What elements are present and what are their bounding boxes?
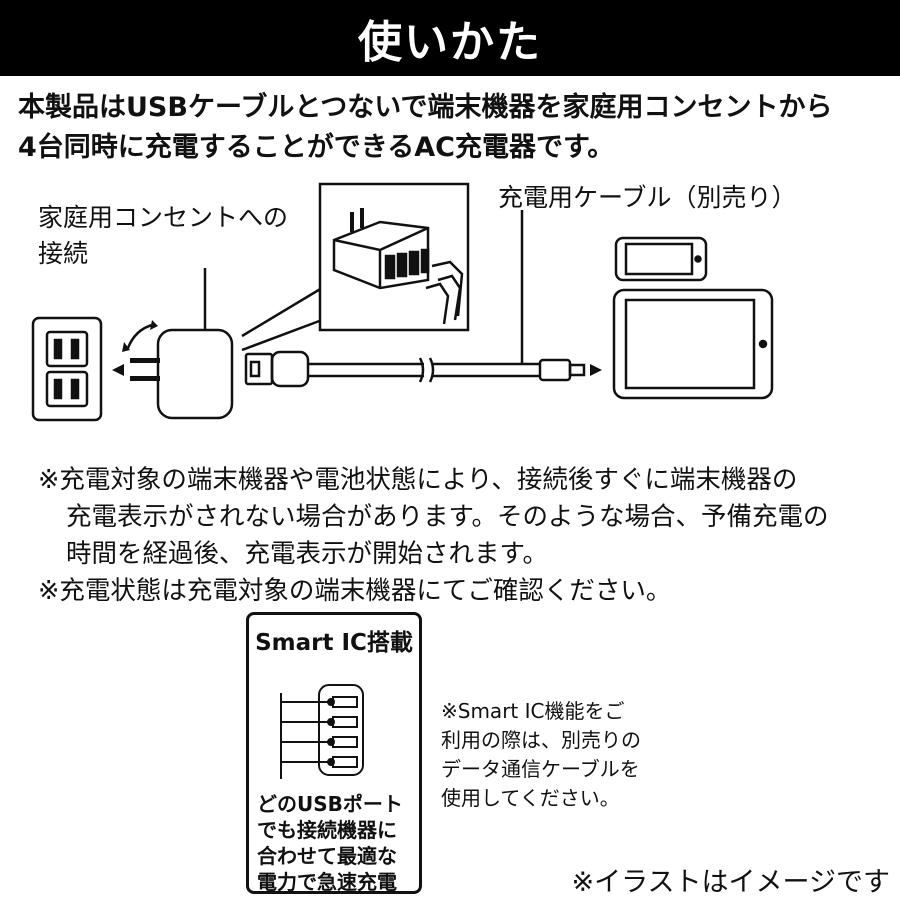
wall-outlet-icon: [31, 316, 103, 422]
caution-notes: ※充電対象の端末機器や電池状態により、接続後すぐに端末機器の 充電表示がされない…: [38, 462, 828, 610]
outlet-connection-label: 家庭用コンセントへの 接続: [38, 203, 289, 268]
tablet-icon: [612, 288, 774, 400]
smartphone-icon: [614, 236, 708, 282]
note-1-line-1: ※充電対象の端末機器や電池状態により、接続後すぐに端末機器の: [38, 465, 798, 495]
note-1-line-2: 充電表示がされない場合があります。そのような場合、予備充電の: [66, 502, 829, 532]
note-1-line-3: 時間を経過後、充電表示が開始されます。: [66, 539, 548, 569]
fold-rotate-icon: [126, 323, 153, 349]
usage-diagram: [31, 182, 774, 422]
cable-line: [308, 362, 540, 378]
smart-ic-title: Smart IC搭載: [255, 630, 413, 656]
ac-charger-icon: [156, 328, 234, 420]
usb-charger-closeup-icon: [332, 208, 464, 325]
illustration-disclaimer: ※イラストはイメージです: [571, 867, 890, 898]
smart-ic-port-icon: [280, 684, 364, 779]
page-title: 使いかた: [358, 17, 542, 68]
intro-line-1: 本製品はUSBケーブルとつないで端末機器を家庭用コンセントから: [18, 92, 833, 123]
smart-ic-feature-box: Smart IC搭載 どのUSBポート でも接続機器に 合わせて最適な 電力で急…: [246, 612, 422, 894]
page-header: 使いかた: [0, 0, 900, 76]
charging-cable-label: 充電用ケーブル（別売り）: [498, 183, 797, 212]
connect-arrow-icon: [590, 364, 602, 376]
smart-ic-note: ※Smart IC機能をご 利用の際は、別売りの データ通信ケーブルを 使用して…: [441, 699, 641, 810]
intro-text: 本製品はUSBケーブルとつないで端末機器を家庭用コンセントから 4台同時に充電す…: [18, 88, 890, 168]
intro-line-2: 4台同時に充電することができるAC充電器です。: [18, 132, 615, 163]
note-2: ※充電状態は充電対象の端末機器にてご確認ください。: [38, 576, 672, 606]
smart-ic-description: どのUSBポート でも接続機器に 合わせて最適な 電力で急速充電: [257, 792, 403, 894]
insert-arrow-icon: [112, 364, 124, 376]
